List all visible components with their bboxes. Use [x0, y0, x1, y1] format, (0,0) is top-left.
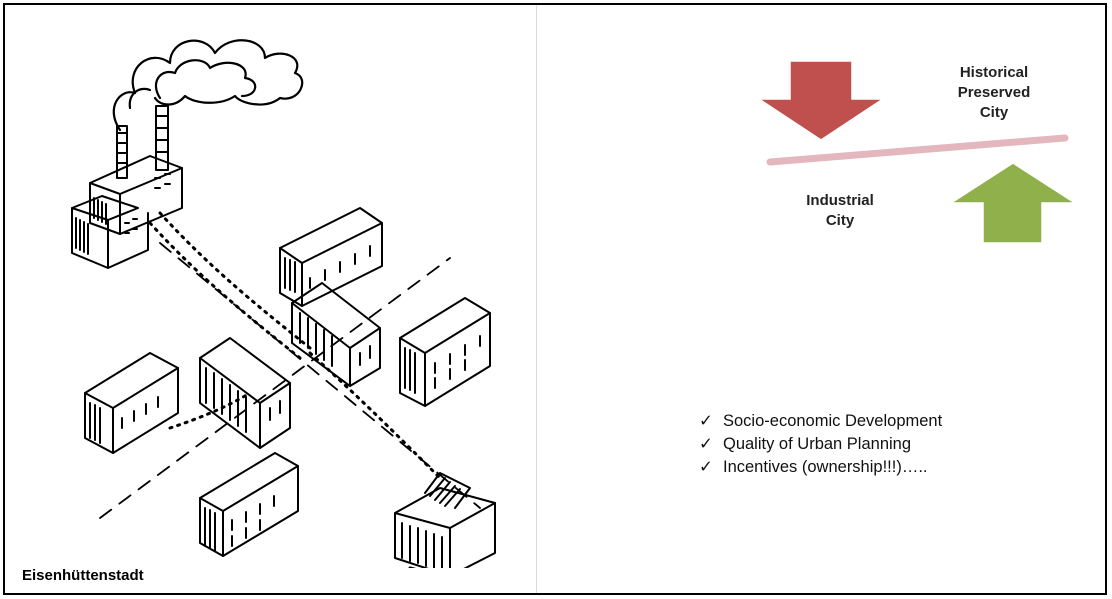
- label-line: City: [979, 104, 1009, 121]
- label-line: City: [825, 212, 855, 229]
- factory: [71, 105, 183, 269]
- smoke-cloud: [112, 39, 304, 132]
- factor-text: Incentives (ownership!!!)…..: [723, 458, 928, 476]
- balance-beam: [766, 134, 1069, 166]
- panel-divider: [536, 5, 537, 593]
- checkmark-icon: ✓: [699, 412, 713, 430]
- list-item: ✓ Socio-economic Development: [699, 410, 942, 433]
- church-building: [394, 472, 496, 568]
- factor-text: Quality of Urban Planning: [723, 435, 912, 453]
- slide-frame: [3, 3, 1107, 595]
- checkmark-icon: ✓: [699, 458, 713, 476]
- building-d: [199, 337, 291, 449]
- historical-city-label: Historical Preserved City: [944, 63, 1044, 123]
- factor-checklist: ✓ Socio-economic Development ✓ Quality o…: [699, 410, 942, 479]
- building-c: [399, 297, 491, 407]
- label-line: Industrial: [806, 192, 874, 209]
- up-arrow-icon: [948, 162, 1078, 244]
- industrial-city-label: Industrial City: [790, 191, 890, 231]
- label-line: Historical: [959, 64, 1029, 81]
- main-street: [99, 242, 481, 519]
- list-item: ✓ Quality of Urban Planning: [699, 433, 942, 456]
- city-caption: Eisenhüttenstadt: [22, 567, 144, 584]
- label-line: Preserved: [957, 84, 1031, 101]
- building-b: [291, 282, 381, 387]
- balance-diagram: [756, 60, 1078, 244]
- list-item: ✓ Incentives (ownership!!!)…..: [699, 456, 942, 479]
- building-a: [279, 207, 383, 307]
- building-e: [84, 352, 179, 454]
- checkmark-icon: ✓: [699, 435, 713, 453]
- building-f: [199, 452, 299, 557]
- eisenhuettenstadt-sketch: [71, 39, 496, 568]
- factor-text: Socio-economic Development: [723, 412, 943, 430]
- down-arrow-icon: [756, 60, 886, 141]
